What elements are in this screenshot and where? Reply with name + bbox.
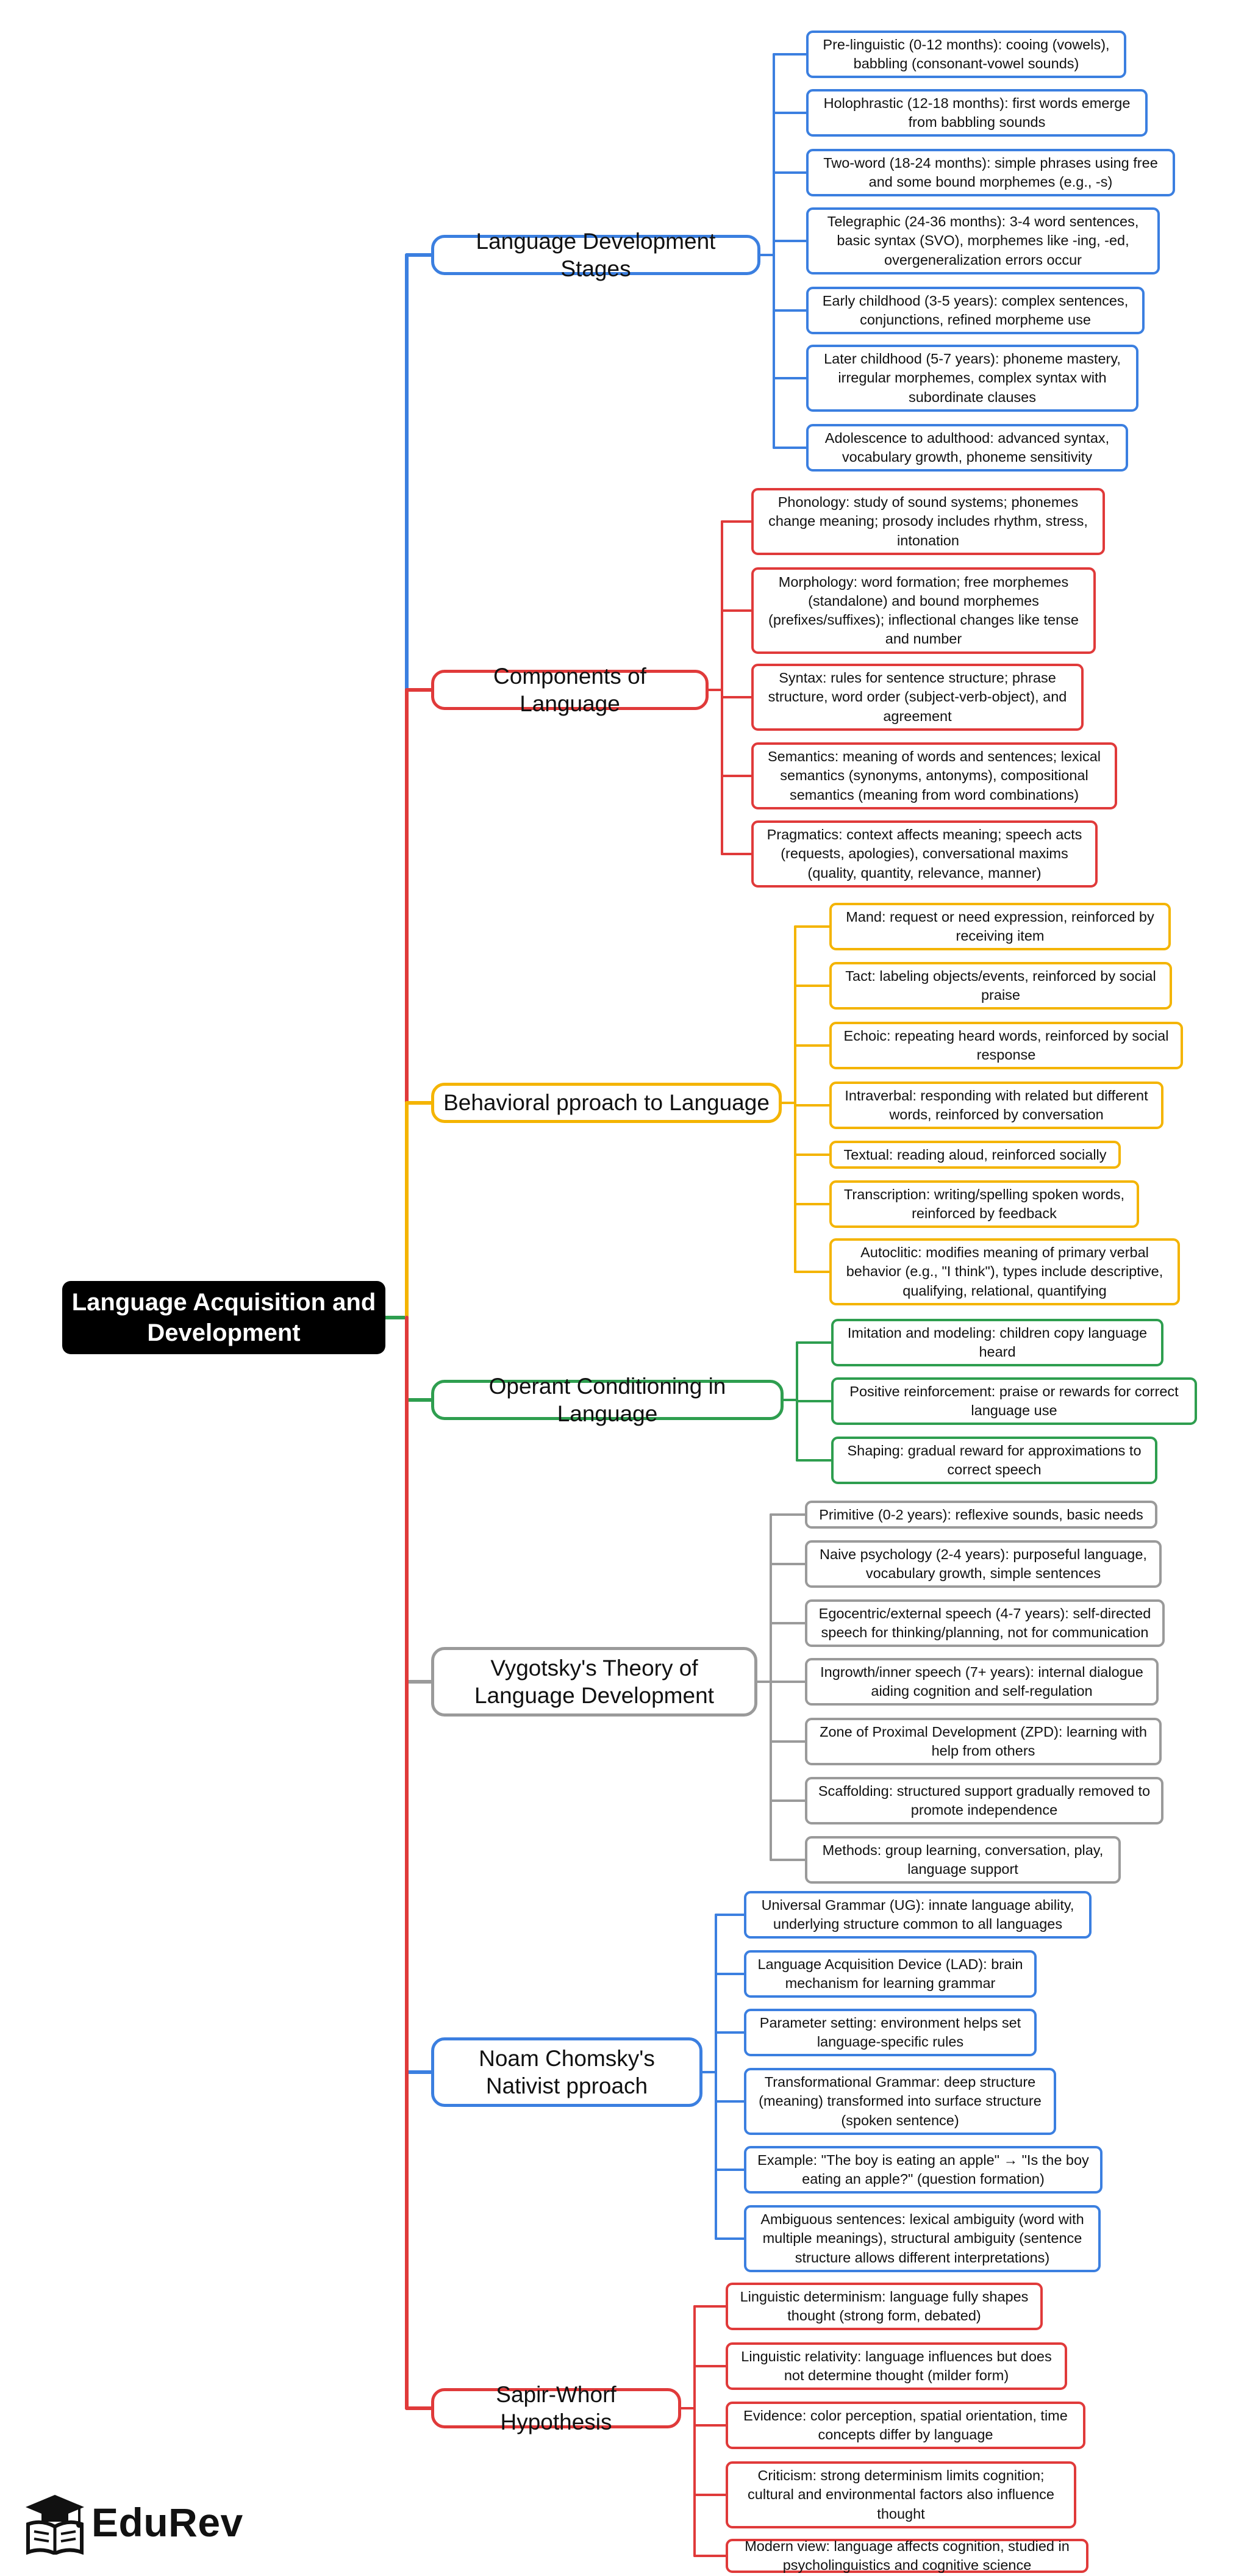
leaf-naive-psychology: Naive psychology (2-4 years): purposeful… bbox=[805, 1540, 1162, 1588]
leaf-early-childhood: Early childhood (3-5 years): complex sen… bbox=[806, 287, 1145, 334]
leaf-holophrastic: Holophrastic (12-18 months): first words… bbox=[806, 89, 1148, 137]
leaf-methods: Methods: group learning, conversation, p… bbox=[805, 1836, 1121, 1884]
leaf-adolescence: Adolescence to adulthood: advanced synta… bbox=[806, 424, 1128, 472]
branch-chomsky-nativist: Noam Chomsky's Nativist pproach bbox=[431, 2037, 702, 2107]
leaf-positive-reinforcement: Positive reinforcement: praise or reward… bbox=[831, 1377, 1197, 1425]
leaf-morphology: Morphology: word formation; free morphem… bbox=[751, 567, 1096, 654]
leaf-imitation: Imitation and modeling: children copy la… bbox=[831, 1319, 1163, 1366]
leaf-mand: Mand: request or need expression, reinfo… bbox=[829, 903, 1171, 950]
leaf-syntax: Syntax: rules for sentence structure; ph… bbox=[751, 664, 1084, 731]
leaf-lad: Language Acquisition Device (LAD): brain… bbox=[744, 1950, 1037, 1998]
branch-sapir-whorf: Sapir-Whorf Hypothesis bbox=[431, 2382, 681, 2434]
leaf-criticism: Criticism: strong determinism limits cog… bbox=[726, 2461, 1076, 2528]
leaf-two-word: Two-word (18-24 months): simple phrases … bbox=[806, 149, 1175, 196]
leaf-echoic: Echoic: repeating heard words, reinforce… bbox=[829, 1022, 1183, 1069]
leaf-phonology: Phonology: study of sound systems; phone… bbox=[751, 488, 1105, 555]
leaf-pre-linguistic: Pre-linguistic (0-12 months): cooing (vo… bbox=[806, 30, 1126, 78]
branch-vygotsky-theory: Vygotsky's Theory of Language Developmen… bbox=[431, 1647, 757, 1717]
graduation-book-icon bbox=[26, 2495, 84, 2555]
logo-text: EduRev bbox=[91, 2500, 243, 2545]
leaf-ambiguous-sentences: Ambiguous sentences: lexical ambiguity (… bbox=[744, 2205, 1101, 2272]
leaf-scaffolding: Scaffolding: structured support graduall… bbox=[805, 1777, 1163, 1824]
leaf-transformational-grammar: Transformational Grammar: deep structure… bbox=[744, 2068, 1056, 2135]
branch-components-of-language: Components of Language bbox=[431, 664, 709, 716]
branch-label: Behavioral pproach to Language bbox=[443, 1090, 770, 1116]
branch-behavioral-approach: Behavioral pproach to Language bbox=[431, 1083, 782, 1123]
leaf-linguistic-relativity: Linguistic relativity: language influenc… bbox=[726, 2342, 1067, 2390]
branch-label: Components of Language bbox=[493, 663, 646, 716]
leaf-example: Example: "The boy is eating an apple" → … bbox=[744, 2146, 1103, 2194]
leaf-universal-grammar: Universal Grammar (UG): innate language … bbox=[744, 1891, 1092, 1939]
branch-label: Language Development Stages bbox=[476, 228, 716, 281]
root-topic: Language Acquisition and Development bbox=[62, 1281, 385, 1354]
leaf-primitive: Primitive (0-2 years): reflexive sounds,… bbox=[805, 1501, 1157, 1529]
leaf-later-childhood: Later childhood (5-7 years): phoneme mas… bbox=[806, 345, 1138, 412]
leaf-pragmatics: Pragmatics: context affects meaning; spe… bbox=[751, 820, 1098, 888]
leaf-telegraphic: Telegraphic (24-36 months): 3-4 word sen… bbox=[806, 207, 1160, 274]
branch-label: Operant Conditioning in Language bbox=[488, 1373, 726, 1426]
leaf-inner-speech: Ingrowth/inner speech (7+ years): intern… bbox=[805, 1658, 1159, 1706]
leaf-evidence: Evidence: color perception, spatial orie… bbox=[726, 2402, 1085, 2449]
leaf-egocentric-speech: Egocentric/external speech (4-7 years): … bbox=[805, 1599, 1165, 1647]
branch-label: Vygotsky's Theory of Language Developmen… bbox=[474, 1655, 714, 1708]
root-topic-label: Language Acquisition and Development bbox=[71, 1289, 376, 1346]
edurev-logo: EduRev bbox=[23, 2488, 255, 2558]
leaf-semantics: Semantics: meaning of words and sentence… bbox=[751, 742, 1117, 809]
leaf-transcription: Transcription: writing/spelling spoken w… bbox=[829, 1180, 1139, 1228]
branch-label: Sapir-Whorf Hypothesis bbox=[496, 2381, 616, 2434]
leaf-modern-view: Modern view: language affects cognition,… bbox=[726, 2538, 1088, 2573]
leaf-shaping: Shaping: gradual reward for approximatio… bbox=[831, 1437, 1157, 1484]
leaf-parameter-setting: Parameter setting: environment helps set… bbox=[744, 2009, 1037, 2056]
leaf-linguistic-determinism: Linguistic determinism: language fully s… bbox=[726, 2283, 1043, 2330]
leaf-autoclitic: Autoclitic: modifies meaning of primary … bbox=[829, 1238, 1180, 1305]
branch-language-development-stages: Language Development Stages bbox=[431, 229, 760, 281]
branch-operant-conditioning: Operant Conditioning in Language bbox=[431, 1374, 784, 1426]
leaf-tact: Tact: labeling objects/events, reinforce… bbox=[829, 962, 1172, 1010]
branch-label: Noam Chomsky's Nativist pproach bbox=[479, 2045, 655, 2098]
leaf-textual: Textual: reading aloud, reinforced socia… bbox=[829, 1141, 1121, 1169]
leaf-intraverbal: Intraverbal: responding with related but… bbox=[829, 1082, 1163, 1129]
leaf-zpd: Zone of Proximal Development (ZPD): lear… bbox=[805, 1718, 1162, 1765]
